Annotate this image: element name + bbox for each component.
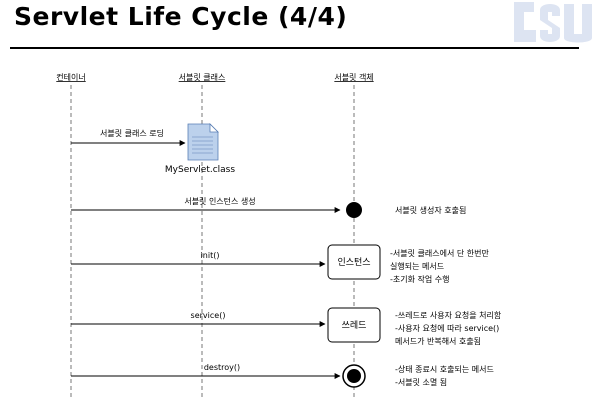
class-file-icon: [187, 123, 219, 161]
end-node-icon: [342, 364, 366, 388]
note-service-line-3: 메서드가 반복해서 호출됨: [395, 336, 481, 346]
message-label-create-instance: 서블릿 인스턴스 생성: [184, 196, 255, 206]
thread-box: [327, 307, 381, 343]
logo-icon: [514, 2, 592, 43]
note-service-line-1: -쓰레드로 사용자 요청을 처리함: [395, 311, 502, 320]
note-constructor: 서블릿 생성자 호출됨: [395, 205, 466, 215]
instance-box-label: 인스턴스: [337, 257, 370, 268]
message-label-service: service(): [191, 311, 226, 320]
note-destroy-line-2: -서블릿 소멸 됨: [395, 377, 447, 387]
instance-box: [327, 244, 381, 280]
message-label-init: init(): [201, 251, 220, 260]
note-init-line-1: -서블릿 클래스에서 단 한번만: [390, 248, 489, 258]
note-destroy-line-1: -상태 종료시 호출되는 메서드: [395, 364, 494, 374]
title-underline: [10, 47, 579, 49]
message-label-destroy: destroy(): [204, 363, 240, 372]
lifeline-header-servlet-object: 서블릿 객체: [334, 72, 373, 82]
note-service-line-2: -사용자 요청에 따라 service(): [395, 324, 499, 333]
class-file-name: MyServlet.class: [165, 165, 235, 175]
message-label-load-class: 서블릿 클래스 로딩: [100, 128, 164, 138]
instance-created-node: [346, 202, 362, 218]
page-title: Servlet Life Cycle (4/4): [14, 2, 348, 31]
thread-box-label: 쓰레드: [342, 320, 367, 331]
note-init-line-2: 실행되는 메서드: [390, 261, 444, 271]
lifeline-header-container: 컨테이너: [56, 72, 85, 82]
note-init-line-3: -초기화 작업 수행: [390, 274, 450, 284]
lifeline-header-servlet-class: 서블릿 클래스: [179, 72, 226, 82]
